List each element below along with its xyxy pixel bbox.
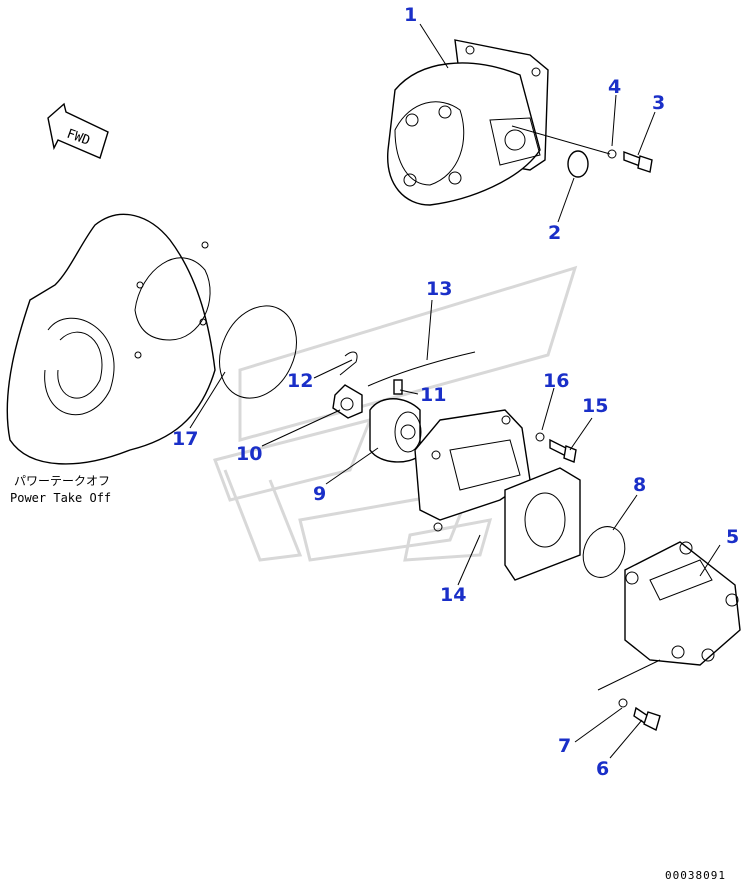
hydraulic-pump-1 [387, 39, 549, 206]
power-take-off-housing: パワーテークオフ Power Take Off [6, 213, 216, 505]
leader-lines [189, 23, 721, 759]
callout-2: 2 [548, 222, 561, 244]
caption-english: Power Take Off [10, 491, 111, 505]
bolt-6 [633, 706, 661, 732]
callout-15: 15 [582, 395, 608, 417]
callout-9: 9 [313, 483, 326, 505]
callout-10: 10 [236, 443, 262, 465]
pin-12 [339, 351, 358, 376]
callout-5: 5 [726, 526, 739, 548]
callout-3: 3 [652, 92, 665, 114]
washer-7 [618, 698, 628, 708]
callout-12: 12 [287, 370, 313, 392]
coupling-sleeve-9 [369, 398, 422, 463]
callout-17: 17 [172, 428, 198, 450]
document-number: 00038091 [665, 869, 726, 882]
hydraulic-pump-5 [624, 541, 741, 666]
callout-6: 6 [596, 758, 609, 780]
callout-4: 4 [608, 76, 621, 98]
adapter-housing-14 [414, 409, 581, 581]
o-ring-17 [219, 305, 297, 399]
washer-16 [535, 432, 545, 442]
bolt-15 [549, 438, 577, 463]
watermark-logo [213, 265, 578, 562]
callout-8: 8 [633, 474, 646, 496]
coupling-10 [332, 384, 363, 419]
cap-2 [567, 150, 589, 178]
bolt-3 [623, 150, 653, 173]
wire-13 [367, 351, 476, 387]
fwd-arrow-icon: FWD [47, 102, 109, 159]
caption-japanese: パワーテークオフ [14, 474, 110, 488]
callout-11: 11 [420, 384, 446, 406]
callout-13: 13 [426, 278, 452, 300]
callout-14: 14 [440, 584, 466, 606]
callout-1: 1 [404, 4, 417, 26]
o-ring-8 [582, 526, 626, 578]
callout-labels: 1 2 3 4 5 6 7 8 9 10 11 12 13 14 15 16 1… [172, 4, 739, 780]
callout-7: 7 [558, 735, 571, 757]
set-screw-11 [393, 379, 403, 395]
washer-4 [607, 149, 617, 159]
callout-16: 16 [543, 370, 569, 392]
